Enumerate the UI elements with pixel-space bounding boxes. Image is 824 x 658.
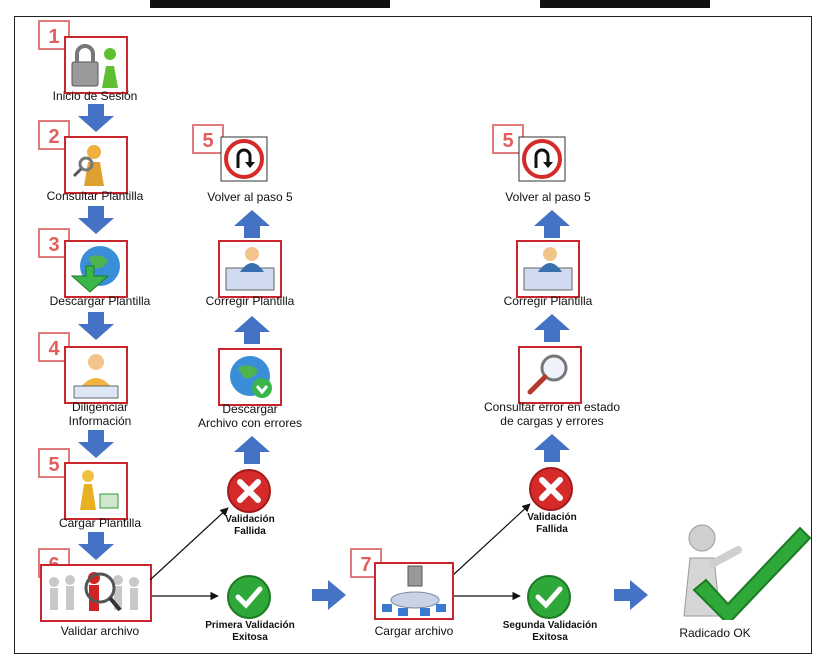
globe-download-icon [230, 356, 272, 398]
left-correct-label: Corregir Plantilla [205, 294, 295, 308]
user-writing-icon [73, 354, 119, 399]
magnifier-user-icon [72, 145, 104, 186]
right-arrow [312, 580, 346, 610]
second-ok-label-line2: Exitosa [532, 632, 568, 643]
down-arrow [78, 430, 114, 458]
step-7-box[interactable] [374, 562, 454, 620]
person-checkmark-icon [683, 524, 812, 620]
step-4-box[interactable] [64, 346, 128, 404]
left-fail-label-line2: Fallida [234, 526, 266, 537]
step-3-box[interactable] [64, 240, 128, 298]
first-ok-label-line2: Exitosa [232, 632, 268, 643]
banner-decoration [540, 0, 710, 8]
fail-x-icon [529, 467, 573, 511]
download-errors-box[interactable] [218, 348, 282, 406]
step-6-label: Validar archivo [60, 624, 140, 638]
left-download-label-line1: Descargar [222, 402, 278, 416]
right-back-label: Volver al paso 5 [505, 190, 591, 204]
check-ok-icon [527, 575, 571, 619]
up-arrow [234, 436, 270, 464]
step-3-label: Descargar Plantilla [49, 294, 151, 308]
up-arrow [534, 210, 570, 238]
down-arrow [78, 532, 114, 560]
left-download-label-line2: Archivo con errores [197, 416, 303, 430]
u-turn-sign-icon [518, 136, 566, 182]
step-7-label: Cargar archivo [374, 624, 454, 638]
consult-error-box[interactable] [518, 346, 582, 404]
globe-download-icon [70, 246, 120, 293]
right-arrow [614, 580, 648, 610]
right-correct-box[interactable] [516, 240, 580, 298]
diagram-frame [14, 16, 812, 654]
right-fail-label-line1: Validación [527, 512, 577, 523]
right-correct-label: Corregir Plantilla [503, 294, 593, 308]
user-document-icon [523, 247, 573, 291]
right-consult-label-line1: Consultar error en estado [483, 400, 621, 414]
first-ok-label-line1: Primera Validación [205, 620, 295, 631]
step-1-box[interactable] [64, 36, 128, 94]
step-5-box[interactable] [64, 462, 128, 520]
magnifier-icon [527, 354, 568, 395]
user-document-icon [225, 247, 275, 291]
step-1-label: Inicio de Sesión [52, 89, 138, 103]
step-6-box[interactable] [40, 564, 152, 622]
left-back-label: Volver al paso 5 [207, 190, 293, 204]
step-4-label-line2: Información [68, 414, 132, 428]
people-magnifier-icon [49, 572, 139, 612]
down-arrow [78, 312, 114, 340]
step-4-label-line1: Diligenciar [71, 400, 129, 414]
up-arrow [234, 316, 270, 344]
right-fail-label-line2: Fallida [536, 524, 568, 535]
final-label: Radicado OK [679, 626, 751, 640]
left-correct-box[interactable] [218, 240, 282, 298]
u-turn-sign-icon [220, 136, 268, 182]
top-banner [0, 0, 824, 14]
up-arrow [534, 434, 570, 462]
step-2-box[interactable] [64, 136, 128, 194]
second-ok-label-line1: Segunda Validación [502, 620, 598, 631]
step-2-label: Consultar Plantilla [46, 189, 144, 203]
up-arrow [234, 210, 270, 238]
left-fail-label-line1: Validación [225, 514, 275, 525]
up-arrow [534, 314, 570, 342]
left-back-number: 5 [192, 124, 224, 154]
fail-x-icon [227, 469, 271, 513]
right-consult-label-line2: de cargas y errores [500, 414, 604, 428]
down-arrow [78, 206, 114, 234]
banner-decoration [150, 0, 390, 8]
server-network-icon [382, 565, 446, 616]
padlock-user-icon [71, 44, 118, 88]
check-ok-icon [227, 575, 271, 619]
step-5-label: Cargar Plantilla [58, 516, 142, 530]
down-arrow [78, 104, 114, 132]
upload-user-icon [80, 470, 119, 510]
